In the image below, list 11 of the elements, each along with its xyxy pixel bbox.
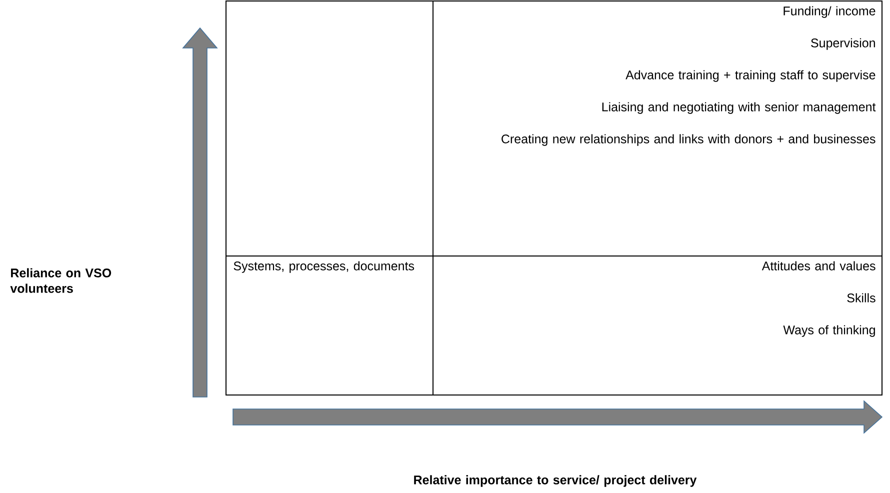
axis-label: Reliance on VSO volunteers <box>10 268 112 293</box>
cell-text: Creating new relationships and links with donors + and businesses <box>502 134 876 146</box>
cell-text: Systems, processes, documents <box>234 261 414 273</box>
cell-text: Liaising and negotiating with senior management <box>602 102 876 114</box>
cell-text: Ways of thinking <box>783 325 875 337</box>
cell-text: Funding/ income <box>784 6 876 18</box>
cell-text: Skills <box>847 293 876 302</box>
cell-text: Attitudes and values <box>762 261 876 270</box>
cell-text: Advance training + training staff to supervise <box>626 70 876 82</box>
cell-text: Supervision <box>811 38 875 50</box>
axis-label: Relative importance to service/ project delivery <box>414 475 697 487</box>
